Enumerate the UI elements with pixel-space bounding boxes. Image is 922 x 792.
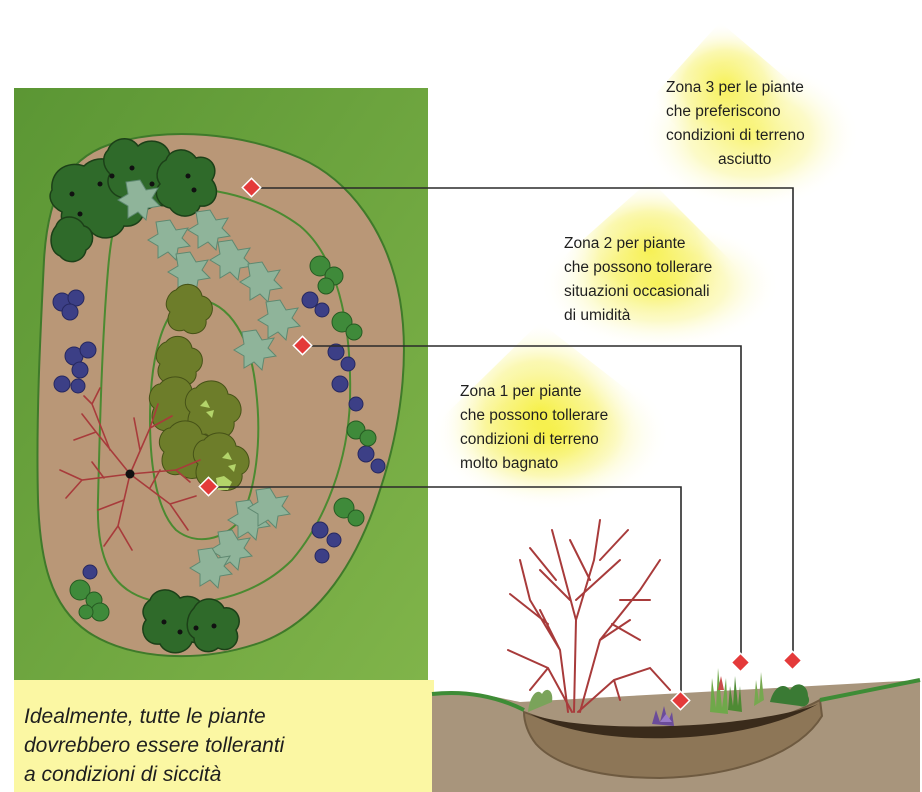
zone-2-line-1: Zona 2 per piante — [564, 235, 686, 252]
zone-2-line-3: situazioni occasionali — [564, 283, 710, 300]
caption-line-1: Idealmente, tutte le piante — [24, 705, 266, 728]
section-plants — [528, 668, 810, 726]
zone-2-label: Zona 2 per piante che possono tollerare … — [564, 232, 712, 328]
green-leafy-shrubs — [69, 255, 377, 622]
zone-1-label: Zona 1 per piante che possono tollerare … — [460, 380, 608, 476]
zone-markers — [198, 177, 803, 711]
zone-2-line-2: che possono tollerare — [564, 259, 713, 276]
zone-1-line-2: che possono tollerare — [460, 407, 609, 424]
tree-center-dot — [125, 469, 135, 479]
zone-1-line-3: condizioni di terreno — [460, 431, 599, 448]
zone-2-line-4: di umidità — [564, 307, 631, 324]
caption-line-3: a condizioni di siccità — [24, 763, 222, 786]
zone-3-line-2: che preferiscono — [666, 103, 781, 120]
leader-lines — [209, 187, 794, 700]
zone-highlights — [430, 22, 860, 510]
blue-shrubs — [52, 289, 386, 580]
zone-3-line-3: condizioni di terreno — [666, 127, 805, 144]
dark-green-shrubs-top — [49, 138, 218, 263]
zone-3-line-1: Zona 3 per le piante — [666, 79, 804, 96]
zone-3-label: Zona 3 per le piante che preferiscono co… — [666, 76, 805, 172]
olive-shrubs-zone-1 — [148, 283, 250, 491]
red-tree-plan — [59, 387, 201, 551]
caption-line-2: dovrebbero essere tolleranti — [24, 734, 285, 757]
basin-inner — [530, 704, 818, 739]
zone-1-line-4: molto bagnato — [460, 455, 559, 472]
shrub-dots-top — [69, 165, 197, 217]
caption-background — [14, 680, 434, 792]
zone-3-line-4: asciutto — [718, 151, 772, 168]
red-tree-section — [507, 519, 671, 713]
light-teal-shrubs — [117, 179, 302, 590]
ground-grass-line — [431, 678, 921, 712]
drought-tolerance-caption: Idealmente, tutte le piante dovrebbero e… — [24, 702, 424, 789]
shrub-dots-bottom — [161, 619, 217, 635]
zone-1-line-1: Zona 1 per piante — [460, 383, 582, 400]
